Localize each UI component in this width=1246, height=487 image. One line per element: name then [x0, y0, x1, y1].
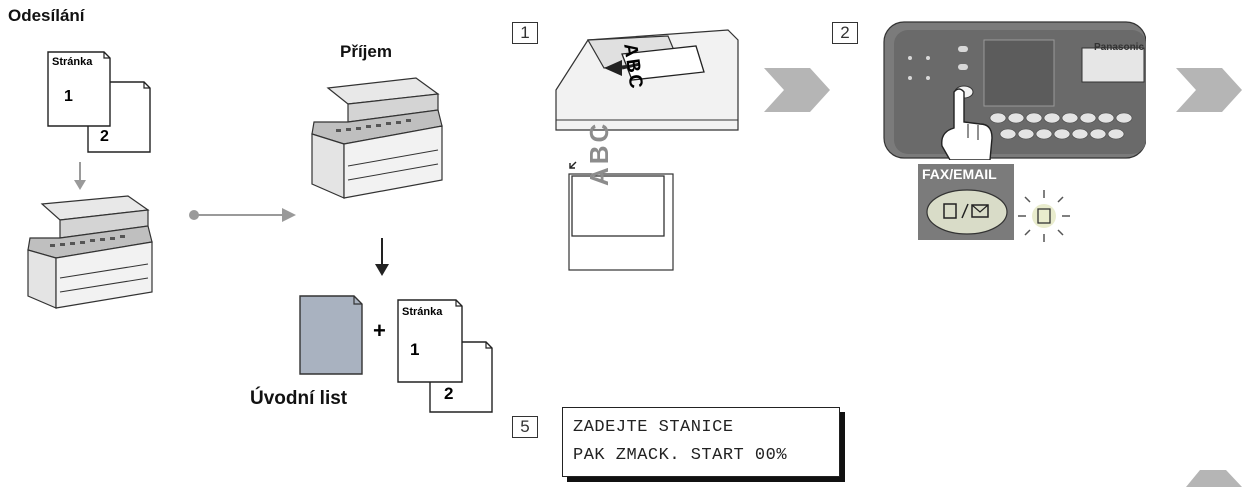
sender-page-label: Stránka: [52, 56, 92, 68]
sender-down-arrow: [70, 162, 90, 192]
lcd-line-2: PAK ZMACK. START 00%: [573, 446, 787, 465]
lcd-display: ZADEJTE STANICE PAK ZMACK. START 00%: [562, 407, 840, 477]
plus-sign: +: [373, 318, 386, 344]
receiver-page-label: Stránka: [402, 306, 442, 318]
sender-page-two: 2: [100, 128, 109, 146]
next-step-chevron-1: [764, 68, 834, 112]
sender-page-one: 1: [64, 88, 73, 106]
panel-brand: Panasonic: [1094, 42, 1144, 53]
receiver-down-arrow: [372, 238, 392, 278]
fax-indicator-light-icon: [1016, 188, 1072, 244]
preview-text: ABC: [584, 126, 615, 186]
lcd-line-1: ZADEJTE STANICE: [573, 418, 734, 437]
document-feeder-icon: [548, 20, 748, 140]
send-title: Odesílání: [8, 6, 85, 26]
fax-email-label: FAX/EMAIL: [922, 166, 997, 182]
cover-sheet-label: Úvodní list: [250, 388, 347, 410]
receiver-page-one: 1: [410, 340, 419, 360]
fax-email-button[interactable]: [924, 186, 1010, 236]
step-1-number: 1: [512, 22, 538, 44]
next-step-chevron-2: [1176, 68, 1246, 112]
receiver-page-two: 2: [444, 384, 453, 404]
cover-sheet-icon: [298, 294, 366, 376]
receive-title: Příjem: [340, 42, 392, 62]
scan-orientation-preview: [566, 158, 678, 272]
transmit-arrow: [186, 205, 298, 225]
receiver-fax-machine-icon: [300, 72, 450, 202]
receiver-pages: Stránka 1 2: [396, 298, 506, 418]
sender-fax-machine-icon: [20, 192, 160, 312]
step-2-number: 2: [832, 22, 858, 44]
next-step-chevron-3: [1186, 470, 1246, 487]
sender-pages: Stránka 1 2: [46, 50, 156, 160]
control-panel-icon: [880, 20, 1146, 160]
step-5-number: 5: [512, 416, 538, 438]
